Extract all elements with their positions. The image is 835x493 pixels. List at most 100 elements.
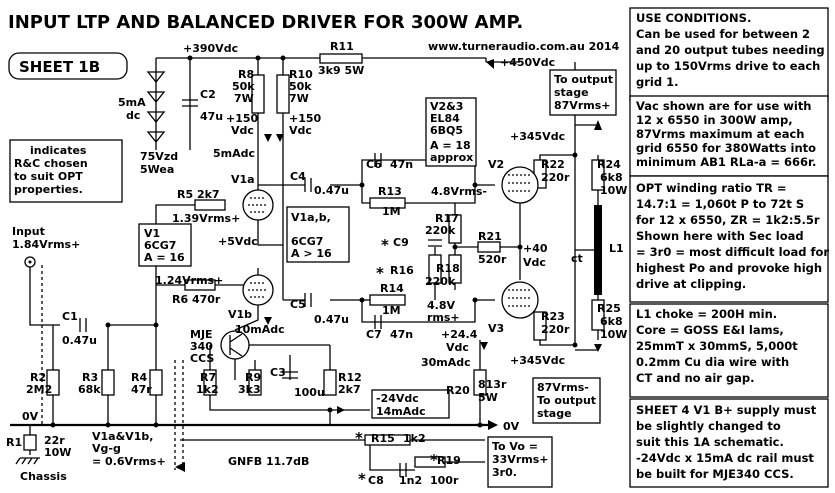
svg-text:+390Vdc: +390Vdc xyxy=(183,42,238,55)
v1a-tube xyxy=(242,189,274,221)
zener-labels: 5mA dc 75Vzd 5Wea xyxy=(118,96,178,176)
r20-resistor xyxy=(473,369,487,396)
c8-capacitor xyxy=(399,463,407,477)
svg-text:1.39Vrms+: 1.39Vrms+ xyxy=(172,212,240,225)
svg-text:Vac shown are for use with: Vac shown are for use with xyxy=(636,99,812,113)
svg-text:6CG7: 6CG7 xyxy=(291,235,323,248)
v2-tube xyxy=(501,166,539,204)
v1-box xyxy=(138,223,192,267)
svg-text:drive at clipping.: drive at clipping. xyxy=(636,277,746,291)
sheet-badge xyxy=(8,52,128,80)
svg-text:220k: 220k xyxy=(425,224,456,237)
svg-text:3k3: 3k3 xyxy=(238,383,261,396)
svg-text:V1b: V1b xyxy=(228,308,252,321)
svg-text:-24Vdc x 15mA dc rail must: -24Vdc x 15mA dc rail must xyxy=(636,451,814,465)
svg-text:*: * xyxy=(376,264,384,282)
svg-text:7W: 7W xyxy=(289,92,309,105)
svg-text:R5 2k7: R5 2k7 xyxy=(177,188,220,201)
svg-text:R15: R15 xyxy=(371,432,395,445)
svg-text:6BQ5: 6BQ5 xyxy=(430,124,463,137)
svg-text:R8: R8 xyxy=(238,68,254,81)
l1-choke xyxy=(575,205,602,295)
r9-resistor xyxy=(248,369,262,396)
svg-text:C4: C4 xyxy=(290,170,306,183)
svg-text:R10: R10 xyxy=(289,68,313,81)
component-labels: R11 3k9 5W C2 47u R8 50k 7W R10 50k 7W +… xyxy=(6,40,627,487)
svg-text:*: * xyxy=(358,470,366,488)
svg-text:0.47u: 0.47u xyxy=(62,334,97,347)
svg-text:520r: 520r xyxy=(478,253,507,266)
mje340-transistor xyxy=(220,330,250,360)
svg-text:C3: C3 xyxy=(270,366,286,379)
svg-text:340: 340 xyxy=(190,340,213,353)
svg-text:1M: 1M xyxy=(382,205,401,218)
schematic-title: INPUT LTP AND BALANCED DRIVER FOR 300W A… xyxy=(8,12,523,33)
r25-resistor xyxy=(591,299,605,331)
r24-resistor xyxy=(591,159,605,191)
svg-text:grid 6550 for 380Watts into: grid 6550 for 380Watts into xyxy=(636,141,816,155)
svg-text:1k2: 1k2 xyxy=(403,432,426,445)
r8-resistor xyxy=(251,74,265,114)
svg-text:Vdc: Vdc xyxy=(289,124,312,137)
svg-text:47n: 47n xyxy=(390,158,413,171)
svg-text:2M2: 2M2 xyxy=(26,383,52,396)
svg-text:220r: 220r xyxy=(541,171,570,184)
svg-text:minimum AB1 RLa-a = 666r.: minimum AB1 RLa-a = 666r. xyxy=(636,155,816,169)
svg-text:C7: C7 xyxy=(366,328,382,341)
neg24-box xyxy=(371,389,450,419)
svg-text:R19: R19 xyxy=(437,454,461,467)
svg-text:R22: R22 xyxy=(541,158,565,171)
svg-text:V2: V2 xyxy=(488,158,504,171)
note-l1: L1 choke = 200H min. Core = GOSS E&I lam… xyxy=(636,307,798,385)
svg-text:220k: 220k xyxy=(425,275,456,288)
svg-text:7W: 7W xyxy=(234,92,254,105)
rail-labels: +390Vdc +450Vdc +345Vdc +345Vdc +5Vdc +4… xyxy=(22,42,565,433)
svg-text:50k: 50k xyxy=(232,80,255,93)
svg-text:87Vrms maximum at each: 87Vrms maximum at each xyxy=(636,127,805,141)
l1-box xyxy=(629,303,829,398)
v23-box xyxy=(425,97,477,167)
svg-text:14.7:1 = 1,060t P to 72t S: 14.7:1 = 1,060t P to 72t S xyxy=(636,197,804,211)
svg-text:R13: R13 xyxy=(378,185,402,198)
chassis-ground xyxy=(15,457,40,465)
svg-text:C9: C9 xyxy=(393,236,409,249)
svg-text:V1a,b,: V1a,b, xyxy=(291,211,331,224)
svg-text:R&C chosen: R&C chosen xyxy=(14,157,88,170)
svg-text:C5: C5 xyxy=(290,298,306,311)
svg-text:1M: 1M xyxy=(382,304,401,317)
r3-resistor xyxy=(101,369,115,396)
r14-resistor xyxy=(369,294,406,306)
svg-text:C1: C1 xyxy=(62,310,78,323)
r11-resistor xyxy=(319,53,363,64)
svg-text:+5Vdc: +5Vdc xyxy=(218,235,258,248)
svg-text:+150: +150 xyxy=(226,112,259,125)
svg-text:To output: To output xyxy=(554,73,613,86)
svg-text:Chassis: Chassis xyxy=(20,470,67,483)
c6-capacitor xyxy=(374,153,382,167)
svg-text:CT and no air gap.: CT and no air gap. xyxy=(636,371,755,385)
svg-text:+24.4: +24.4 xyxy=(441,328,478,341)
svg-text:A > 16: A > 16 xyxy=(291,247,332,260)
svg-text:= 3r0 = most difficult load fo: = 3r0 = most difficult load for xyxy=(636,245,829,259)
svg-text:dc: dc xyxy=(126,109,140,122)
svg-text:50k: 50k xyxy=(289,80,312,93)
svg-text:2k7: 2k7 xyxy=(338,383,361,396)
svg-text:R23: R23 xyxy=(541,310,565,323)
svg-text:R7: R7 xyxy=(200,371,216,384)
svg-text:*: * xyxy=(381,236,389,254)
svg-text:87Vrms-: 87Vrms- xyxy=(537,381,589,394)
svg-text:A = 18: A = 18 xyxy=(430,139,471,152)
svg-text:stage: stage xyxy=(554,86,589,99)
opt-box xyxy=(629,175,829,303)
r4-resistor xyxy=(149,369,163,396)
c1-capacitor xyxy=(79,318,87,332)
svg-text:To Vo =: To Vo = xyxy=(492,440,538,453)
svg-text:0.2mm Cu dia wire with: 0.2mm Cu dia wire with xyxy=(636,355,789,369)
svg-text:*: * xyxy=(430,451,438,469)
svg-text:5Wea: 5Wea xyxy=(140,163,174,176)
c2-capacitor xyxy=(182,99,198,107)
svg-text:3k9 5W: 3k9 5W xyxy=(318,64,364,77)
svg-text:0.47u: 0.47u xyxy=(314,184,349,197)
note-opt: OPT winding ratio TR = 14.7:1 = 1,060t P… xyxy=(636,181,829,291)
